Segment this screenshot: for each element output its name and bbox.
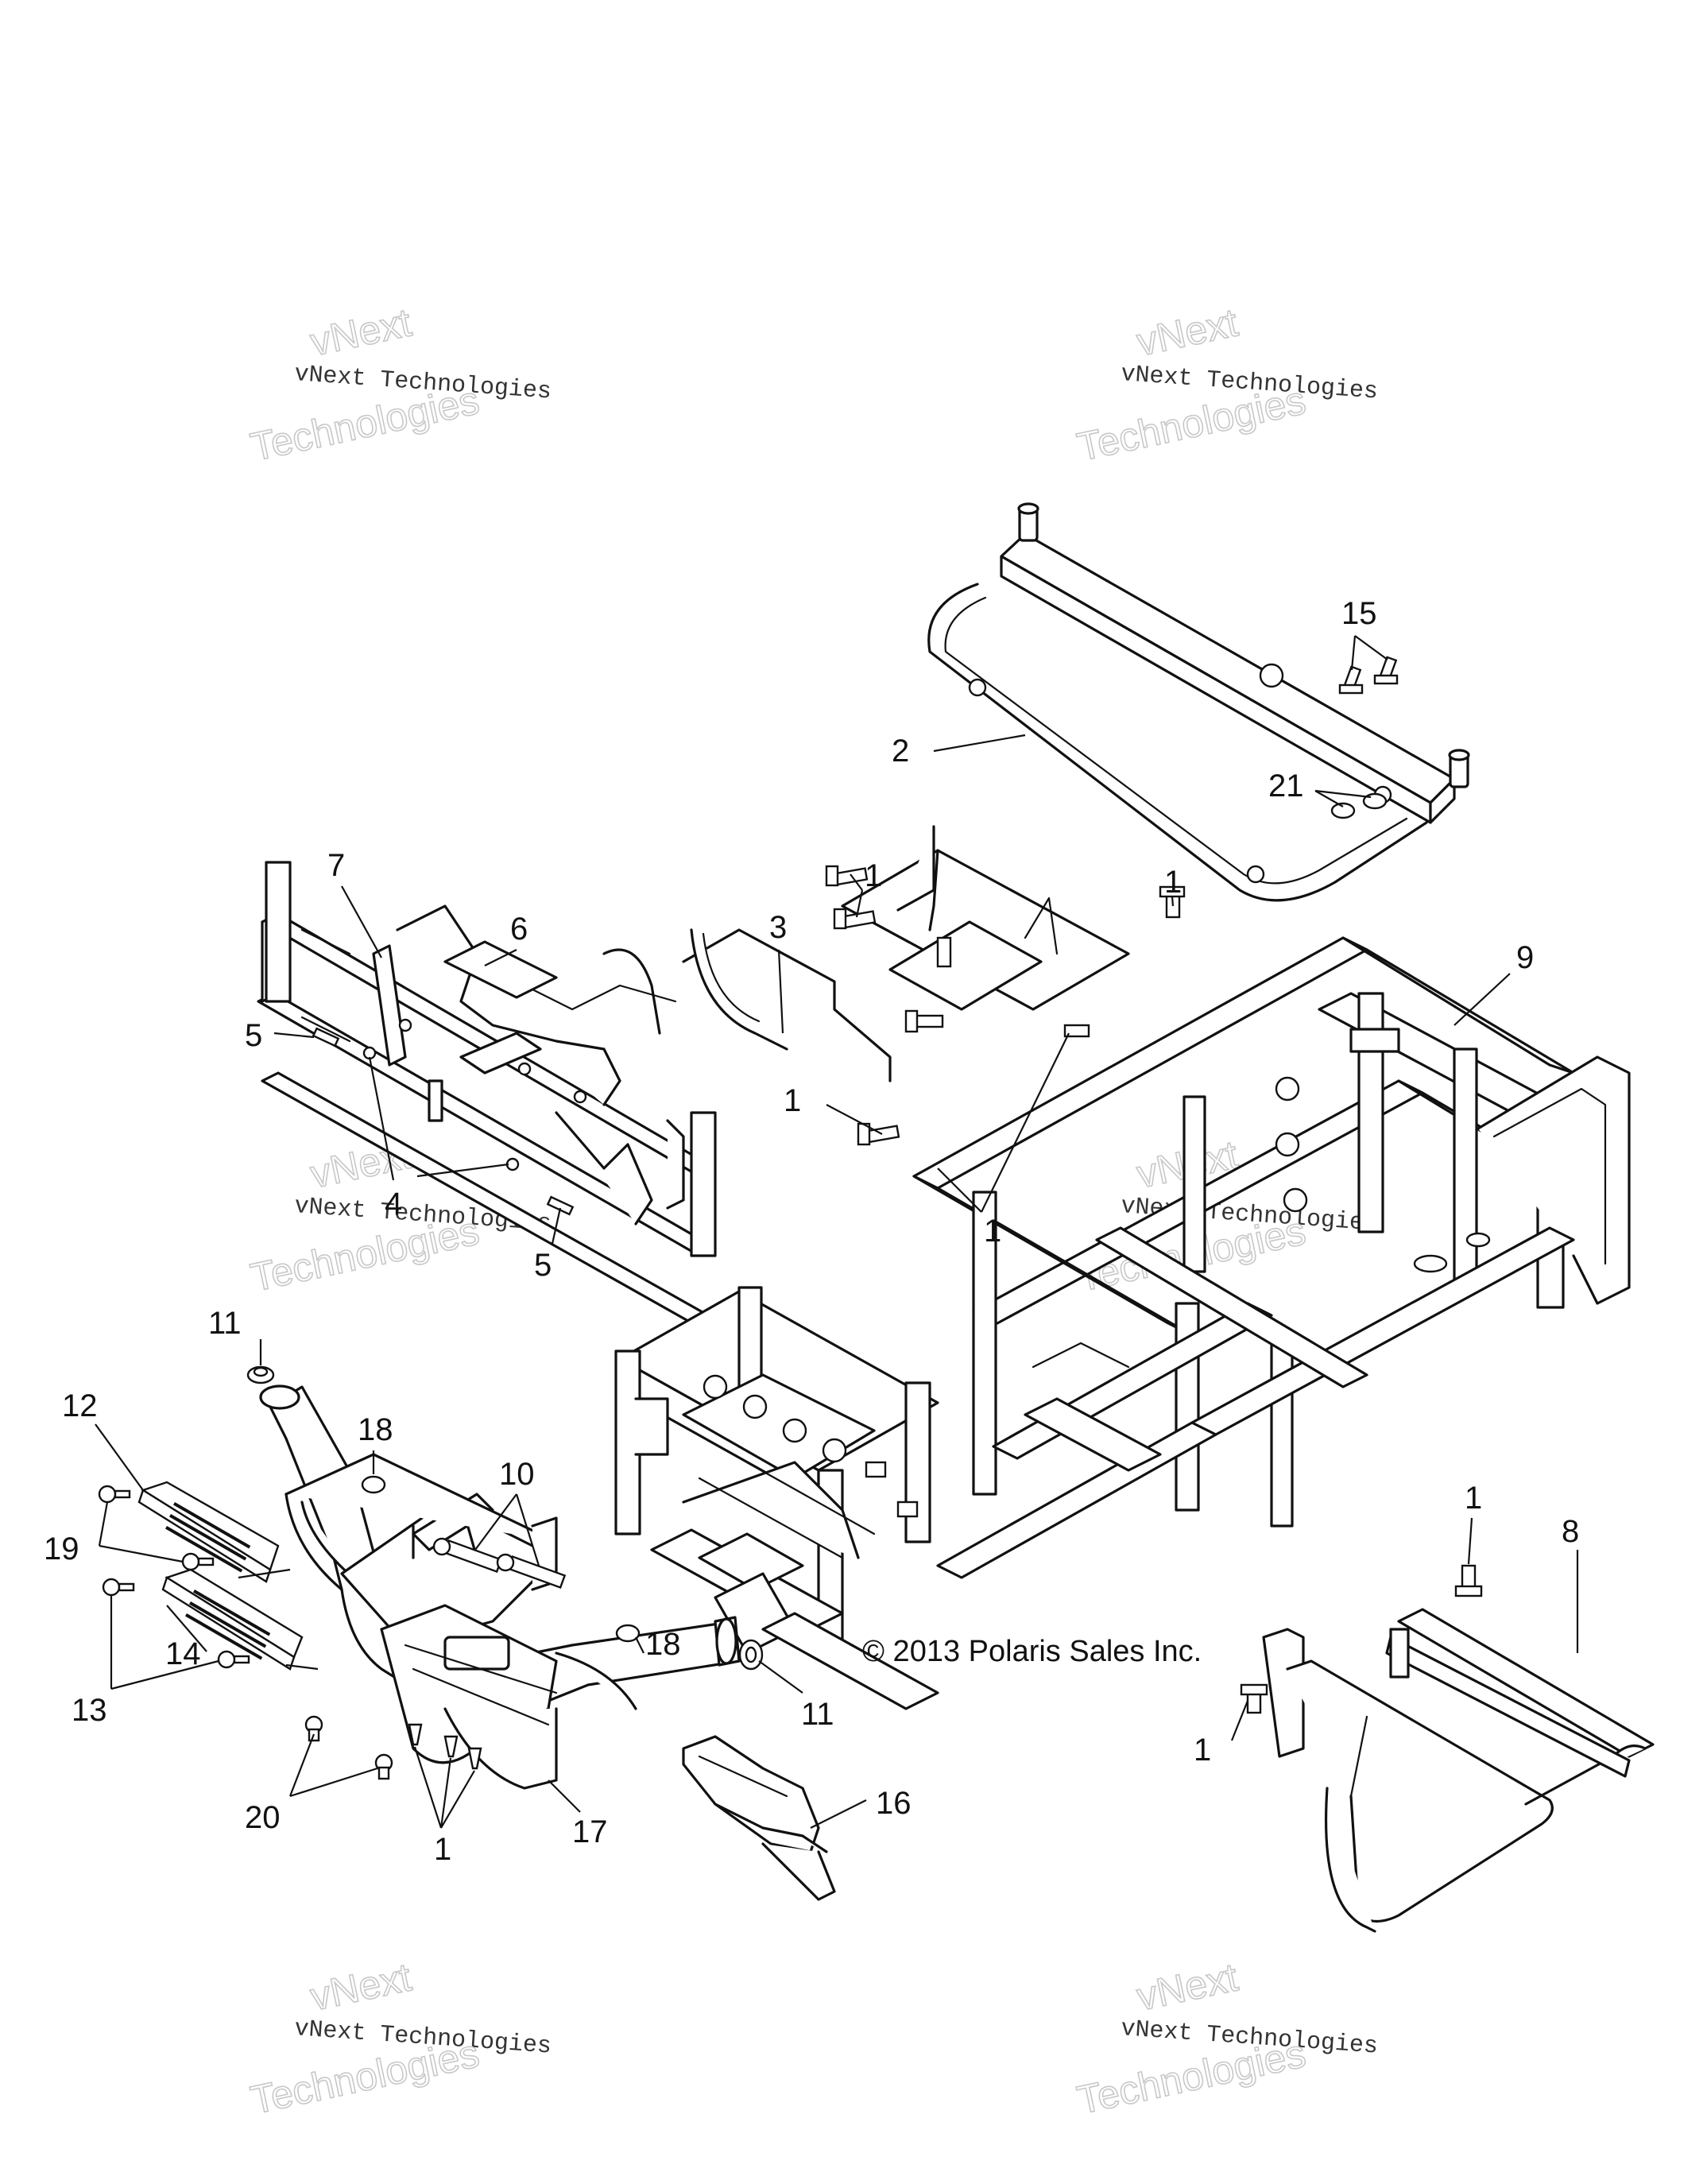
watermark-bottom-right: vNext vNext Technologies Technologies (1073, 1954, 1379, 2124)
callout-19: 19 (44, 1532, 79, 1566)
part-pins-5 (312, 1027, 575, 1216)
callout-10: 10 (499, 1457, 535, 1492)
callout-1-e: 1 (1465, 1481, 1482, 1516)
part-bolts-20 (304, 1715, 393, 1780)
callout-18-b: 18 (645, 1627, 681, 1662)
part-nuts-18 (361, 1475, 641, 1643)
part-bolts-15 (1338, 656, 1399, 695)
svg-text:vNext: vNext (1133, 300, 1242, 364)
svg-text:vNext: vNext (307, 1954, 416, 2019)
callout-13: 13 (72, 1693, 107, 1728)
part-screws-1-lower (408, 1723, 482, 1770)
svg-text:vNext: vNext (307, 300, 416, 364)
part-grommets-11 (246, 1365, 764, 1671)
part-main-chassis (614, 936, 1631, 1710)
part-skid-plate-16 (682, 1735, 836, 1901)
part-rear-bumper (1262, 1608, 1655, 1933)
callout-1-b: 1 (1164, 865, 1182, 900)
callout-1-c: 1 (784, 1083, 801, 1118)
part-bolts-1-upper (825, 865, 1186, 1146)
part-front-bumper (259, 1384, 741, 1790)
callout-1-a: 1 (865, 858, 882, 893)
grille-slots (165, 1502, 271, 1660)
svg-text:vNext: vNext (1133, 1954, 1242, 2019)
part-screws-13 (102, 1578, 250, 1669)
callout-9: 9 (1516, 940, 1534, 975)
callout-16: 16 (876, 1786, 912, 1821)
part-bolts-10 (432, 1537, 567, 1590)
part-front-bulkhead (257, 861, 717, 1329)
callout-6: 6 (510, 912, 528, 947)
callouts: 15 2 21 7 6 1 3 1 9 5 1 1 4 5 11 12 18 1… (44, 596, 1579, 1867)
callout-17: 17 (572, 1814, 608, 1849)
watermark-top-left: vNext vNext Technologies Technologies (246, 300, 552, 470)
part-rear-cross-frame (927, 502, 1470, 902)
callout-18-a: 18 (358, 1412, 393, 1447)
callout-12: 12 (62, 1388, 98, 1423)
part-grille-12 (137, 1481, 280, 1583)
callout-20: 20 (245, 1800, 281, 1835)
callout-1-f: 1 (1194, 1733, 1211, 1768)
callout-5-b: 5 (534, 1248, 552, 1283)
part-screws-19 (98, 1485, 215, 1571)
callout-15: 15 (1341, 596, 1377, 631)
part-floor-support (682, 825, 1130, 1082)
callout-7: 7 (327, 848, 345, 883)
callout-11-a: 11 (208, 1306, 242, 1341)
part-bolts-1-rear (1240, 1564, 1483, 1714)
callout-21: 21 (1268, 769, 1304, 804)
copyright-notice: © 2013 Polaris Sales Inc. (862, 1635, 1202, 1668)
callout-5-a: 5 (245, 1018, 262, 1053)
watermark-top-right: vNext vNext Technologies Technologies (1073, 300, 1379, 470)
callout-1-d: 1 (984, 1214, 1001, 1249)
leader-lines (95, 635, 1579, 1829)
watermark-bottom-left: vNext vNext Technologies Technologies (246, 1954, 552, 2124)
callout-1-g: 1 (434, 1832, 451, 1867)
callout-14: 14 (165, 1636, 201, 1671)
callout-2: 2 (892, 734, 909, 769)
callout-4: 4 (385, 1187, 402, 1222)
watermark-mid-right: vNext vNext Technologies Technologies (1073, 1132, 1379, 1301)
part-bracket-6 (443, 940, 558, 999)
callout-3: 3 (769, 910, 787, 945)
callout-8: 8 (1562, 1514, 1579, 1549)
callout-11-b: 11 (801, 1697, 834, 1732)
